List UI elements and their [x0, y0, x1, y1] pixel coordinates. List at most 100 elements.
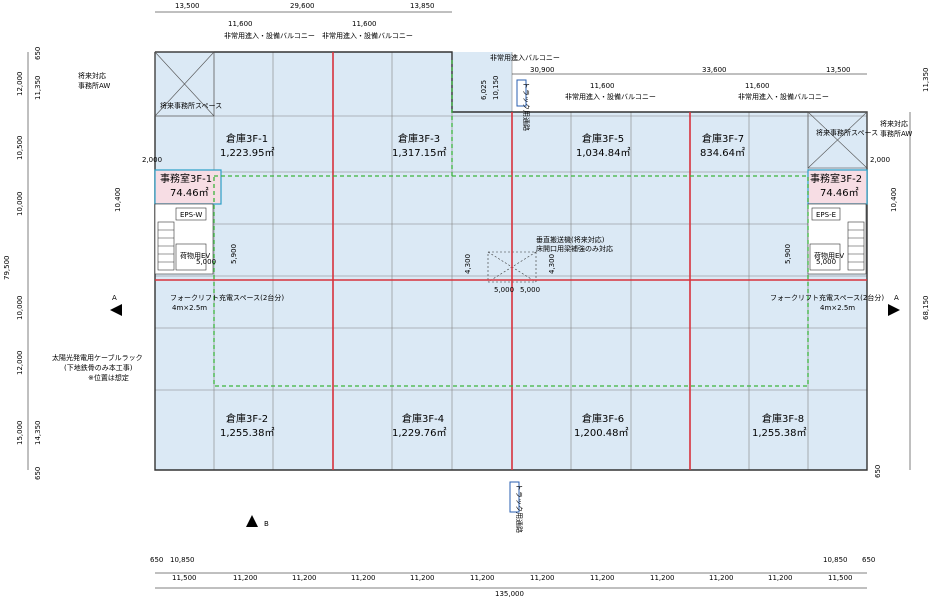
vehicle-marker-bottom [509, 481, 520, 513]
label-line: 4m×2.5m [172, 304, 207, 312]
dim-left-650-top: 650 [34, 47, 42, 60]
label-forklift-left: フォークリフト充電スペース(2台分) 4m×2.5m [170, 293, 286, 312]
dim-right-650: 650 [874, 465, 882, 478]
label-balcony-1: 非常用進入・設備バルコニー [224, 31, 315, 40]
dim-misc: 10,400 [890, 188, 898, 213]
label-elevator-left: 荷物用EV [180, 251, 210, 260]
dim-misc: 5,900 [230, 244, 238, 264]
label-vehicle-top: トラック用通路 [522, 82, 531, 131]
elevator-left-box [175, 243, 207, 271]
dim-misc: 5,000 [520, 286, 540, 294]
dim-bay-2: 11,200 [233, 574, 258, 582]
core-areas [154, 203, 867, 275]
room-w4-area: 1,229.76㎡ [392, 427, 447, 439]
lower-floor-fill [452, 112, 867, 470]
upper-mid-fill [452, 52, 512, 112]
room-w3-name: 倉庫3F-3 [398, 132, 440, 145]
dim-left-bay-4: 10,000 [16, 296, 24, 321]
dim-bay-1: 11,500 [172, 574, 197, 582]
dim-top-east-1: 30,900 [530, 66, 555, 74]
dim-balcony-east-2: 11,600 [745, 82, 770, 90]
elevator-right-box [809, 243, 841, 271]
dim-bay-7: 11,200 [530, 574, 555, 582]
dim-top-east-2: 33,600 [702, 66, 727, 74]
dim-misc: 4,300 [548, 254, 556, 274]
dim-bay-3: 11,200 [292, 574, 317, 582]
future-office-zone-right [807, 111, 868, 169]
label-line: 垂直搬送機(将来対応) [536, 235, 605, 244]
label-line: フォークリフト充電スペース(2台分) [170, 293, 284, 302]
label-future-office-left: 将来対応 事務所AW [78, 71, 110, 90]
dim-bottom-edge-left: 10,850 [170, 556, 195, 564]
dim-bay-9: 11,200 [650, 574, 675, 582]
dim-bottom-total: 135,000 [495, 590, 524, 598]
label-section-b: B [264, 520, 269, 528]
dim-right-total: 68,150 [922, 296, 930, 321]
label-line: 床開口用梁補強のみ対応 [536, 244, 613, 253]
dim-misc: 10,400 [114, 188, 122, 213]
dim-misc: 10,150 [492, 76, 500, 101]
label-vehicle-bottom: トラック用通路 [515, 484, 524, 533]
label-solar-cable: 太陽光発電用ケーブルラック (下地鉄骨のみ本工事) ※位置は想定 [52, 353, 145, 382]
dim-misc: 4,300 [464, 254, 472, 274]
dim-left-bay-2: 10,500 [16, 136, 24, 161]
room-w5-area: 1,034.84㎡ [576, 147, 631, 159]
future-office-zone-left [154, 51, 215, 117]
dim-bottom-edge-right: 10,850 [823, 556, 848, 564]
dim-bay-6: 11,200 [470, 574, 495, 582]
room-w1-area: 1,223.95㎡ [220, 147, 275, 159]
label-vertical-transport: 垂直搬送機(将来対応) 床開口用梁補強のみ対応 [536, 235, 613, 253]
room-w8-area: 1,255.38㎡ [752, 427, 807, 439]
room-w8-name: 倉庫3F-8 [762, 412, 804, 425]
label-future-space-right: 将来事務所スペース [816, 128, 878, 137]
dim-balcony-2: 11,600 [352, 20, 377, 28]
label-balcony-4: 非常用進入・設備バルコニー [738, 92, 829, 101]
dim-bay-11: 11,200 [768, 574, 793, 582]
dim-bay-10: 11,200 [709, 574, 734, 582]
dim-left-bay-1: 12,000 [16, 72, 24, 97]
future-office-cross [154, 51, 215, 117]
dim-bay-5: 11,200 [410, 574, 435, 582]
dim-left-sub-1: 11,350 [34, 76, 42, 101]
room-w1-name: 倉庫3F-1 [226, 132, 268, 145]
walkway-loop [213, 175, 809, 387]
label-section-a-left: A [112, 294, 117, 302]
label-balcony-top: 非常用進入バルコニー [490, 53, 560, 62]
dim-misc: 5,000 [196, 258, 216, 266]
eps-e-box [811, 207, 841, 221]
dim-misc: 6,025 [480, 80, 488, 100]
dim-top-3: 13,850 [410, 2, 435, 10]
dim-bay-12: 11,500 [828, 574, 853, 582]
floor-area [155, 52, 867, 470]
office-1-name: 事務室3F-1 [160, 172, 212, 185]
label-line: 太陽光発電用ケーブルラック [52, 353, 143, 362]
dim-balcony-east-1: 11,600 [590, 82, 615, 90]
dim-balcony-1: 11,600 [228, 20, 253, 28]
label-line: ※位置は想定 [88, 373, 129, 382]
dim-left-sub-2: 14,350 [34, 421, 42, 446]
label-line: 事務所AW [78, 81, 110, 90]
label-eps-w: EPS-W [180, 211, 202, 219]
label-forklift-right: フォークリフト充電スペース(2台分) 4m×2.5m [770, 293, 886, 312]
office-2-area: 74.46㎡ [820, 187, 859, 199]
room-w7-name: 倉庫3F-7 [702, 132, 744, 145]
dim-top-2: 29,600 [290, 2, 315, 10]
label-future-office-right: 将来対応 事務所AW [880, 119, 912, 138]
future-office-zones [154, 51, 868, 169]
dim-650-right: 650 [862, 556, 875, 564]
stair-treads [158, 229, 864, 263]
walkway [213, 60, 809, 387]
dim-left-650-bottom: 650 [34, 467, 42, 480]
vehicle-path [509, 79, 527, 513]
room-w7-area: 834.64㎡ [700, 147, 745, 159]
dim-650-left: 650 [150, 556, 163, 564]
label-section-a-right: A [894, 294, 899, 302]
dim-misc: 5,000 [816, 258, 836, 266]
label-future-space-left: 将来事務所スペース [160, 101, 222, 110]
dim-left-total: 79,500 [3, 256, 11, 281]
label-line: 将来対応 [880, 119, 908, 128]
dim-top-east-3: 13,500 [826, 66, 851, 74]
dim-top-1: 13,500 [175, 2, 200, 10]
dim-left-bay-3: 10,000 [16, 192, 24, 217]
